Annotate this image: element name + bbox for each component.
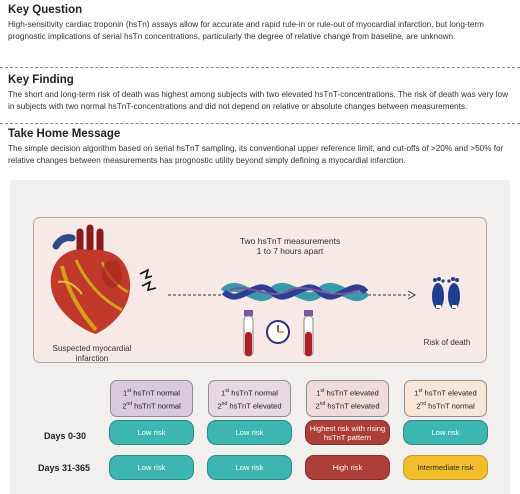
measurement-status: hsTnT elevated [422, 388, 477, 398]
ordinal-number: 2 [217, 401, 222, 411]
ordinal-number: 2 [315, 401, 320, 411]
risk-cell-days-0-30: Highest risk with rising hsTnT pattern [305, 420, 390, 445]
risk-cell-days-0-30: Low risk [403, 420, 488, 445]
key-question-heading: Key Question [8, 4, 83, 16]
ordinal-number: 2 [122, 401, 127, 411]
row-label-days-31-365: Days 31-365 [38, 463, 91, 473]
measurement-status: hsTnT normal [131, 388, 180, 398]
risk-cell-days-31-365: Low risk [109, 455, 194, 480]
measurement-title-line-2: 1 to 7 hours apart [256, 246, 324, 256]
ordinal-suffix: nd [126, 400, 132, 407]
key-question-section: Key Question High-sensitivity cardiac tr… [8, 4, 512, 42]
blood-sample-tubes-icon [243, 310, 314, 357]
ordinal-suffix: nd [319, 400, 326, 407]
ordinal-number: 1 [123, 388, 128, 398]
measurement-title: Two hsTnT measurements 1 to 7 hours apar… [210, 236, 370, 256]
ordinal-number: 2 [416, 401, 421, 411]
first-measurement: 1st hsTnT normal [209, 386, 290, 399]
risk-cell-days-0-30: Low risk [109, 420, 194, 445]
second-measurement: 2nd hsTnT normal [405, 399, 486, 412]
take-home-section: Take Home Message The simple decision al… [8, 128, 512, 166]
take-home-text: The simple decision algorithm based on s… [8, 144, 504, 165]
ordinal-number: 1 [316, 388, 321, 398]
key-finding-heading: Key Finding [8, 74, 74, 86]
key-question-text: High-sensitivity cardiac troponin (hsTn)… [8, 20, 484, 41]
heart-label: Suspected myocardial infarction [40, 344, 144, 364]
key-finding-text: The short and long-term risk of death wa… [8, 90, 508, 111]
first-measurement: 1st hsTnT elevated [307, 386, 388, 399]
measurement-status: hsTnT normal [425, 401, 475, 411]
risk-cell-days-31-365: Low risk [207, 455, 292, 480]
lightning-icon [139, 268, 157, 292]
second-measurement: 2nd hsTnT normal [111, 399, 192, 412]
measurement-status: hsTnT normal [131, 401, 181, 411]
section-divider [0, 67, 520, 68]
feet-icon [432, 277, 460, 309]
ordinal-suffix: nd [420, 400, 426, 407]
heart-label-line-1: Suspected myocardial [52, 344, 132, 353]
key-finding-section: Key Finding The short and long-term risk… [8, 74, 512, 112]
risk-cell-days-31-365: Intermediate risk [403, 455, 488, 480]
heart-label-line-2: infarction [75, 354, 109, 363]
risk-cell-days-0-30: Low risk [207, 420, 292, 445]
measurement-status: hsTnT elevated [324, 388, 379, 398]
ordinal-suffix: nd [221, 400, 228, 407]
ordinal-suffix: st [418, 387, 423, 394]
ordinal-number: 1 [414, 388, 419, 398]
second-measurement: 2nd hsTnT elevated [307, 399, 388, 412]
heart-illustration [50, 224, 131, 334]
measurement-status: hsTnT elevated [325, 401, 380, 411]
ordinal-number: 1 [221, 388, 226, 398]
first-measurement: 1st hsTnT normal [111, 386, 192, 399]
risk-cell-days-31-365: High risk [305, 455, 390, 480]
ordinal-suffix: st [320, 387, 325, 394]
measurement-status: hsTnT normal [229, 388, 278, 398]
troponin-molecule-icon [220, 282, 370, 302]
section-divider [0, 123, 520, 124]
take-home-heading: Take Home Message [8, 128, 121, 140]
ordinal-suffix: st [225, 387, 230, 394]
second-measurement: 2nd hsTnT elevated [209, 399, 290, 412]
row-label-days-0-30: Days 0-30 [44, 431, 87, 441]
ordinal-suffix: st [127, 387, 132, 394]
first-measurement: 1st hsTnT elevated [405, 386, 486, 399]
measurement-status: hsTnT elevated [227, 401, 282, 411]
measurement-title-line-1: Two hsTnT measurements [239, 236, 341, 246]
death-label: Risk of death [423, 338, 471, 347]
